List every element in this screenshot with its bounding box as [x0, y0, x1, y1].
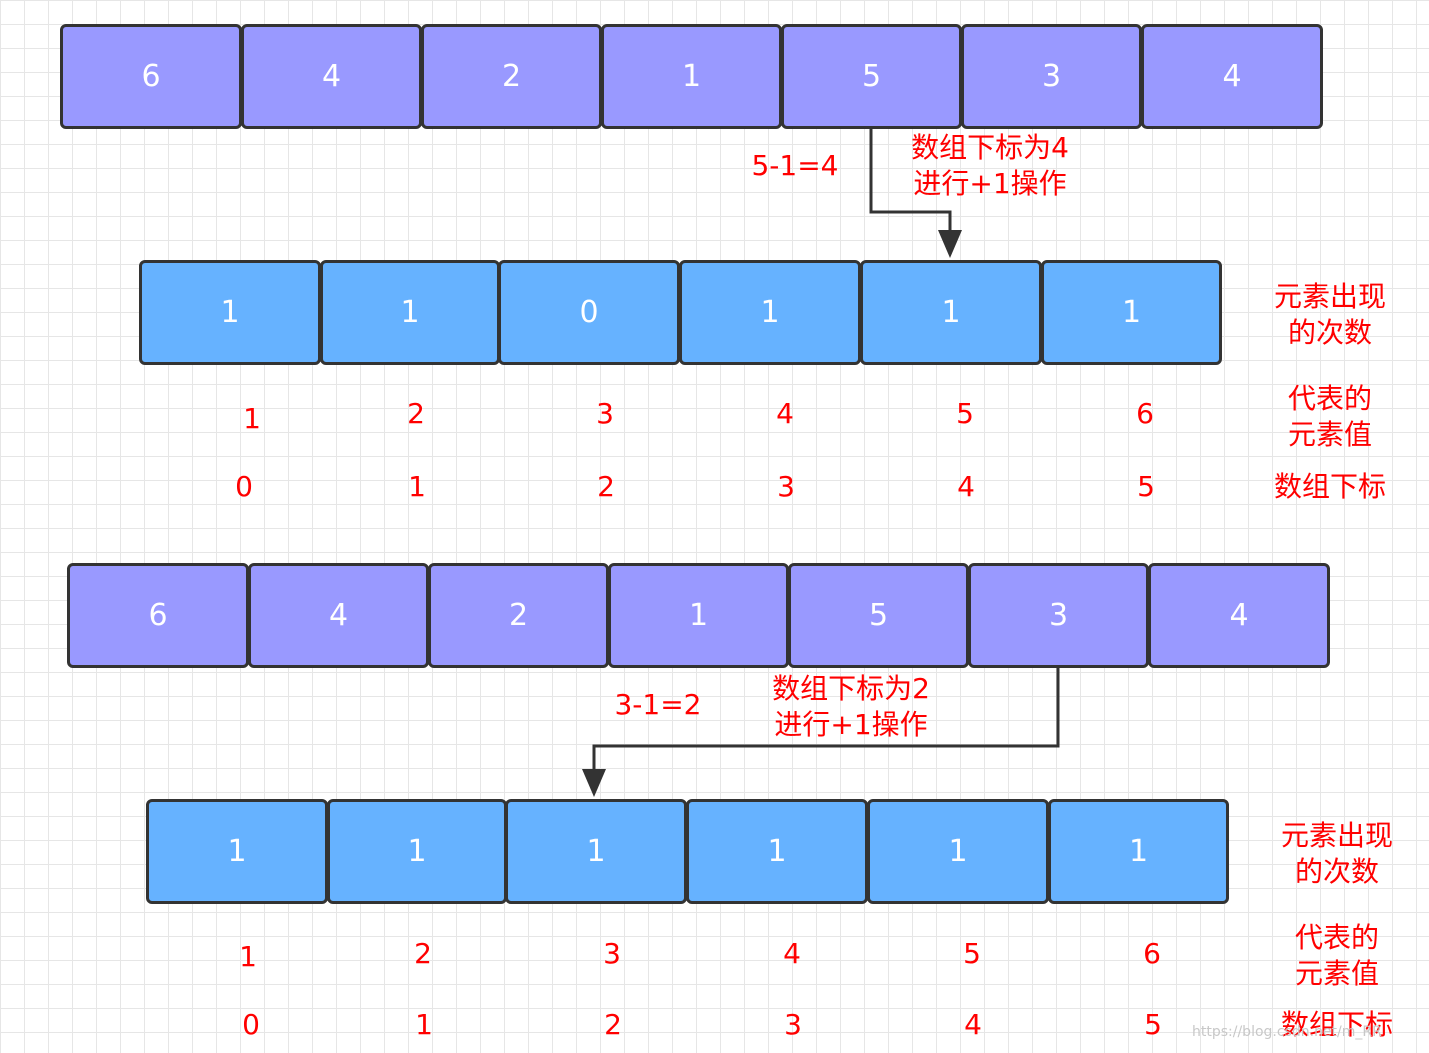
- source-cell: 2: [421, 24, 602, 129]
- count-cell: 1: [1048, 799, 1229, 904]
- array-index: 1: [408, 470, 426, 503]
- source-cell: 6: [60, 24, 242, 129]
- array-index: 3: [784, 1008, 802, 1041]
- array-index: 4: [957, 470, 975, 503]
- source-cell: 2: [428, 563, 609, 668]
- arrow-head-2: [582, 769, 606, 797]
- legend-line: 元素出现: [1273, 280, 1387, 313]
- array-index: 0: [242, 1008, 260, 1041]
- legend-line: 元素值: [1294, 957, 1380, 990]
- element-value: 1: [239, 940, 257, 973]
- source-cell: 5: [781, 24, 962, 129]
- legend-line: 的次数: [1287, 316, 1373, 349]
- element-value: 5: [956, 397, 974, 430]
- watermark-text: https://blog.csdn.net/m_RR: [1192, 1024, 1382, 1040]
- operation-note: 数组下标为2 进行+1操作: [772, 671, 930, 743]
- count-cell: 1: [867, 799, 1049, 904]
- array-index: 4: [964, 1008, 982, 1041]
- legend-line: 的次数: [1294, 855, 1380, 888]
- source-cell: 4: [248, 563, 429, 668]
- source-cell: 3: [968, 563, 1149, 668]
- source-cell: 1: [608, 563, 789, 668]
- legend-count: 元素出现 的次数: [1281, 818, 1393, 890]
- legend-line: 代表的: [1287, 382, 1373, 415]
- array-index: 2: [597, 470, 615, 503]
- count-cell: 1: [679, 260, 861, 365]
- formula-label: 3-1=2: [614, 688, 702, 721]
- element-value: 6: [1136, 397, 1154, 430]
- count-cell: 1: [320, 260, 500, 365]
- count-cell: 1: [505, 799, 687, 904]
- element-value: 2: [414, 937, 432, 970]
- element-value: 1: [243, 402, 261, 435]
- source-cell: 4: [1148, 563, 1330, 668]
- operation-line: 数组下标为4: [911, 131, 1069, 164]
- array-index: 1: [415, 1008, 433, 1041]
- element-value: 3: [603, 937, 621, 970]
- operation-line: 进行+1操作: [913, 167, 1067, 200]
- source-cell: 5: [788, 563, 969, 668]
- operation-line: 进行+1操作: [774, 708, 928, 741]
- count-cell: 1: [860, 260, 1042, 365]
- array-index: 5: [1144, 1008, 1162, 1041]
- source-cell: 6: [67, 563, 249, 668]
- legend-count: 元素出现 的次数: [1274, 279, 1386, 351]
- legend-value: 代表的 元素值: [1295, 920, 1379, 992]
- arrow-head-1: [938, 230, 962, 258]
- source-cell: 1: [601, 24, 782, 129]
- count-cell: 1: [146, 799, 328, 904]
- legend-index: 数组下标: [1280, 1008, 1394, 1041]
- element-value: 2: [407, 397, 425, 430]
- formula-label: 5-1=4: [751, 149, 839, 182]
- element-value: 5: [963, 937, 981, 970]
- legend-line: 元素值: [1287, 418, 1373, 451]
- legend-index: 数组下标: [1273, 470, 1387, 503]
- legend-line: 元素出现: [1280, 819, 1394, 852]
- legend-line: 代表的: [1294, 921, 1380, 954]
- count-cell: 1: [139, 260, 321, 365]
- array-index: 0: [235, 470, 253, 503]
- array-index: 3: [777, 470, 795, 503]
- source-cell: 4: [241, 24, 422, 129]
- array-index: 5: [1137, 470, 1155, 503]
- count-cell: 1: [686, 799, 868, 904]
- source-cell: 3: [961, 24, 1142, 129]
- source-cell: 4: [1141, 24, 1323, 129]
- operation-note: 数组下标为4 进行+1操作: [911, 130, 1069, 202]
- element-value: 4: [783, 937, 801, 970]
- count-cell: 1: [327, 799, 507, 904]
- count-cell: 0: [498, 260, 680, 365]
- element-value: 4: [776, 397, 794, 430]
- operation-line: 数组下标为2: [772, 672, 930, 705]
- element-value: 3: [596, 397, 614, 430]
- count-cell: 1: [1041, 260, 1222, 365]
- array-index: 2: [604, 1008, 622, 1041]
- element-value: 6: [1143, 937, 1161, 970]
- legend-value: 代表的 元素值: [1288, 381, 1372, 453]
